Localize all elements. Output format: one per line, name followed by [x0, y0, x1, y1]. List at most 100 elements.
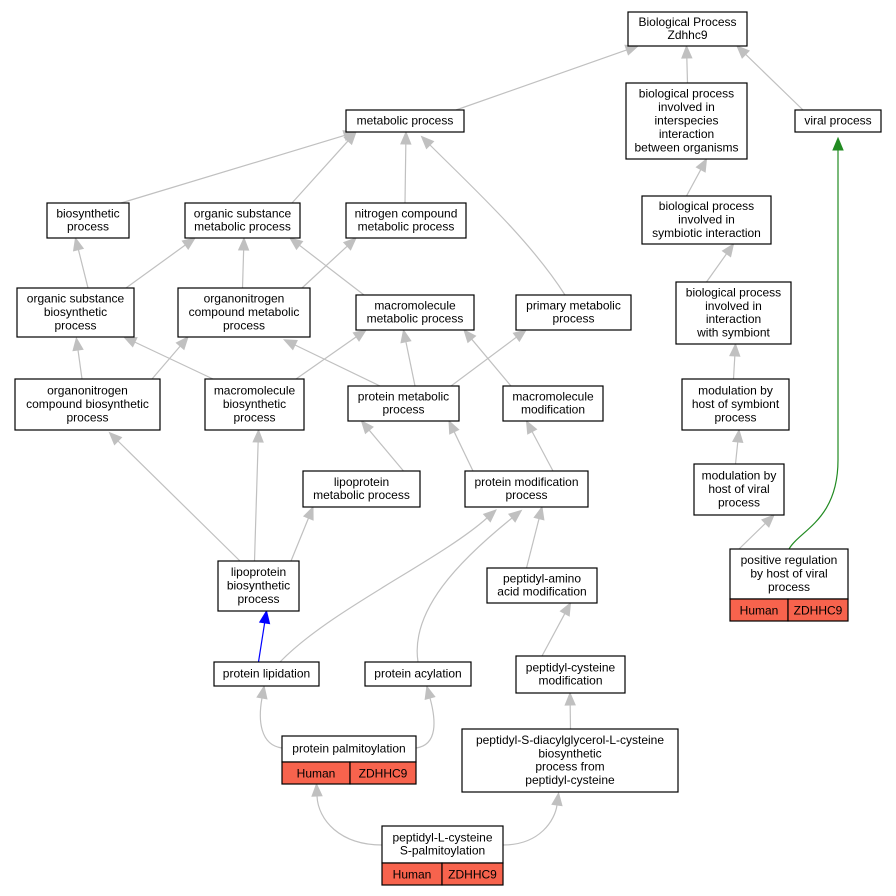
- edge-lipomet-to-protmet: [360, 420, 404, 472]
- node-label-line: peptidyl-L-cysteine: [392, 830, 492, 844]
- edge-arrowhead: [420, 135, 435, 150]
- node-label-line: S-palmitoylation: [400, 844, 485, 858]
- edge-peptcys-to-peptamino: [541, 601, 572, 657]
- edge-line: [301, 245, 348, 289]
- annotation-species: Human: [393, 868, 432, 882]
- node-label-line: macromolecule: [512, 389, 594, 403]
- node-label-line: with symbiont: [696, 326, 770, 340]
- edge-protlip-to-protmod: [279, 509, 497, 663]
- edge-arrowhead: [108, 431, 123, 446]
- node-box: [184, 202, 301, 239]
- node-label-line: protein metabolic: [358, 389, 449, 403]
- edge-line: [299, 244, 365, 296]
- edge-lipobio-to-macrobio: [252, 428, 264, 562]
- edge-arrowhead: [624, 44, 640, 56]
- edge-arrowhead: [721, 242, 735, 258]
- node-label-line: process: [237, 592, 279, 606]
- node-box: [217, 560, 300, 612]
- node-label-line: metabolic process: [313, 488, 410, 502]
- node-label-line: modification: [538, 674, 602, 688]
- node-label-line: biosynthetic: [223, 397, 286, 411]
- node-label-line: metabolic process: [357, 114, 454, 128]
- edge-line: [404, 143, 407, 204]
- node-label-line: metabolic process: [367, 312, 464, 326]
- node-label-line: biological process: [686, 285, 781, 299]
- edge-arrowhead: [288, 237, 304, 251]
- edge-orgnitmet-to-orgsubmet: [237, 236, 250, 289]
- edge-orgsubbio-to-biosynthetic: [72, 236, 89, 289]
- node-label-line: process: [552, 312, 594, 326]
- node-label-line: process: [223, 318, 265, 332]
- node-label-line: metabolic process: [358, 220, 455, 234]
- edges-layer: [72, 44, 844, 846]
- node-label-line: viral process: [804, 114, 871, 128]
- node-label-line: process: [54, 318, 96, 332]
- edge-line: [77, 349, 83, 380]
- node-box: [213, 661, 320, 687]
- edge-arrowhead: [761, 514, 775, 528]
- edge-arrowhead: [507, 509, 523, 523]
- node-label-line: organic substance: [194, 206, 292, 220]
- node-box: [681, 378, 790, 431]
- edge-primary-to-metabolic: [420, 135, 566, 296]
- edge-line: [290, 517, 310, 562]
- edge-arrowhead: [360, 420, 374, 435]
- edge-arrowhead: [256, 684, 268, 700]
- edge-arrowhead: [463, 329, 477, 344]
- edge-arrowhead: [424, 685, 436, 700]
- node-box: [302, 470, 421, 508]
- edge-protmet-to-orgnitmet: [283, 339, 381, 387]
- node-box: [347, 385, 460, 422]
- edge-arrowhead: [311, 782, 323, 797]
- node-label-line: involved in: [658, 100, 715, 114]
- node-label-line: compound biosynthetic: [26, 397, 149, 411]
- edge-orgsubmet-to-metabolic: [291, 131, 357, 204]
- edge-line: [259, 697, 283, 749]
- node-label-line: process: [768, 580, 810, 594]
- node-box: [693, 463, 785, 516]
- edge-arrowhead: [729, 342, 741, 357]
- node-box: [46, 202, 130, 239]
- annotation-gene-cell: [787, 598, 849, 622]
- edge-arrowhead: [283, 339, 298, 351]
- node-label-line: process: [505, 488, 547, 502]
- node-label-line: nitrogen compound: [355, 206, 458, 220]
- node-box: [345, 109, 465, 133]
- edge-arrowhead: [832, 136, 844, 151]
- node-label-line: process: [67, 220, 109, 234]
- edge-biosynthetic-to-metabolic: [120, 130, 358, 204]
- edge-line: [294, 344, 381, 387]
- annotation-gene-cell: [441, 862, 504, 886]
- node-label-line: biosynthetic: [538, 746, 601, 760]
- edge-line: [405, 341, 416, 387]
- annotation-species: Human: [297, 767, 336, 781]
- annotation-gene-cell: [349, 761, 417, 785]
- node-label-line: interspecies: [654, 114, 718, 128]
- edge-orgnitbio-to-orgsubbio: [72, 336, 84, 380]
- node-label-line: lipoprotein: [231, 565, 286, 579]
- edge-macromod-to-macromet: [463, 329, 512, 387]
- node-label-line: peptidyl-S-diacylglycerol-L-cysteine: [476, 733, 664, 747]
- node-label-line: process: [382, 403, 424, 417]
- node-label-line: positive regulation: [741, 553, 838, 567]
- node-label-line: protein lipidation: [223, 667, 310, 681]
- node-label-line: metabolic process: [194, 220, 291, 234]
- edge-protmod-to-macromod: [525, 419, 554, 472]
- node-box: [364, 661, 472, 687]
- edge-posreg-to-viral: [788, 136, 844, 550]
- edge-lipobio-to-orgnitbio: [108, 431, 241, 562]
- edge-arrowhead: [72, 336, 84, 352]
- edge-arrowhead: [400, 328, 412, 344]
- node-label-line: involved in: [705, 299, 762, 313]
